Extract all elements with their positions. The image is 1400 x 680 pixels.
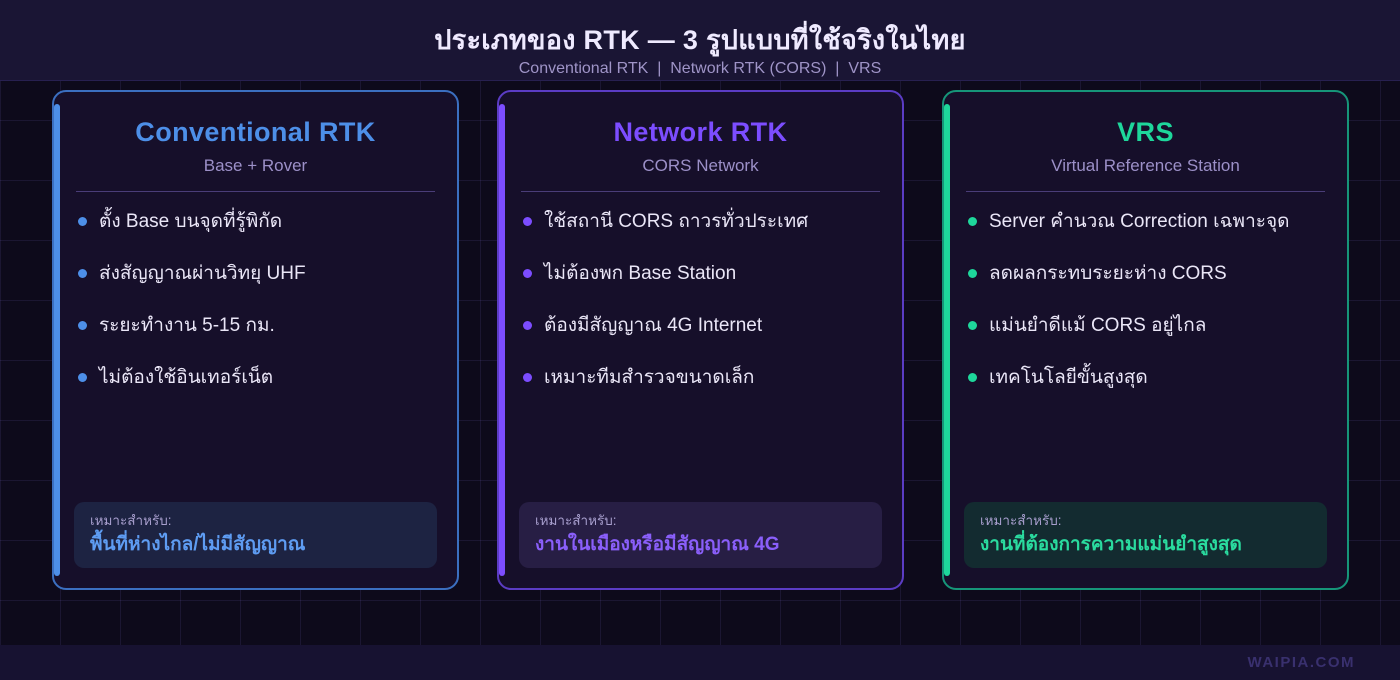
list-item: ไม่ต้องใช้อินเทอร์เน็ต bbox=[78, 365, 441, 391]
bullet-dot-icon bbox=[968, 373, 977, 382]
bullet-text: เทคโนโลยีขั้นสูงสุด bbox=[989, 367, 1148, 388]
cards: Conventional RTK Base + Rover ตั้ง Base … bbox=[52, 90, 1349, 590]
accent-bar bbox=[499, 104, 505, 576]
list-item: ต้องมีสัญญาณ 4G Internet bbox=[523, 313, 886, 339]
fit-label: เหมาะสำหรับ: bbox=[90, 513, 172, 528]
bullet-text: ไม่ต้องใช้อินเทอร์เน็ต bbox=[99, 367, 274, 388]
fit-box: เหมาะสำหรับ: งานในเมืองหรือมีสัญญาณ 4G bbox=[519, 502, 882, 568]
bullet-dot-icon bbox=[523, 373, 532, 382]
list-item: เทคโนโลยีขั้นสูงสุด bbox=[968, 365, 1331, 391]
bullet-dot-icon bbox=[523, 269, 532, 278]
card-subtitle: Virtual Reference Station bbox=[1051, 156, 1240, 175]
card-subtitle: Base + Rover bbox=[203, 156, 308, 175]
fit-value: พื้นที่ห่างไกล/ไม่มีสัญญาณ bbox=[90, 534, 306, 555]
bullet-list: ตั้ง Base บนจุดที่รู้พิกัด ส่งสัญญาณผ่าน… bbox=[54, 209, 457, 391]
fit-label: เหมาะสำหรับ: bbox=[535, 513, 617, 528]
accent-bar bbox=[944, 104, 950, 576]
bullet-text: ลดผลกระทบระยะห่าง CORS bbox=[989, 263, 1227, 284]
page-title: ประเภทของ RTK — 3 รูปแบบที่ใช้จริงในไทย bbox=[434, 25, 966, 55]
fit-box: เหมาะสำหรับ: พื้นที่ห่างไกล/ไม่มีสัญญาณ bbox=[74, 502, 437, 568]
bottom-band bbox=[0, 645, 1400, 680]
card-header: Network RTK CORS Network bbox=[499, 92, 902, 177]
rtk-card: VRS Virtual Reference Station Server คำน… bbox=[942, 90, 1349, 590]
bullet-text: แม่นยำดีแม้ CORS อยู่ไกล bbox=[989, 315, 1207, 336]
fit-value: งานในเมืองหรือมีสัญญาณ 4G bbox=[535, 534, 780, 555]
list-item: ส่งสัญญาณผ่านวิทยุ UHF bbox=[78, 261, 441, 287]
bullet-dot-icon bbox=[968, 217, 977, 226]
page-subtitle: Conventional RTK | Network RTK (CORS) | … bbox=[518, 60, 882, 77]
bullet-dot-icon bbox=[78, 321, 87, 330]
watermark: WAIPIA.COM bbox=[1247, 654, 1355, 671]
bullet-text: ตั้ง Base บนจุดที่รู้พิกัด bbox=[99, 211, 283, 232]
card-header: Conventional RTK Base + Rover bbox=[54, 92, 457, 177]
list-item: ระยะทำงาน 5-15 กม. bbox=[78, 313, 441, 339]
list-item: ไม่ต้องพก Base Station bbox=[523, 261, 886, 287]
bullet-dot-icon bbox=[523, 321, 532, 330]
card-header: VRS Virtual Reference Station bbox=[944, 92, 1347, 177]
bullet-dot-icon bbox=[78, 269, 87, 278]
header-divider bbox=[966, 191, 1325, 192]
header-divider bbox=[76, 191, 435, 192]
bullet-text: เหมาะทีมสำรวจขนาดเล็ก bbox=[544, 367, 755, 388]
list-item: ใช้สถานี CORS ถาวรทั่วประเทศ bbox=[523, 209, 886, 235]
card-title: Network RTK bbox=[613, 117, 788, 147]
accent-bar bbox=[54, 104, 60, 576]
fit-label: เหมาะสำหรับ: bbox=[980, 513, 1062, 528]
header-divider bbox=[521, 191, 880, 192]
bullet-dot-icon bbox=[78, 217, 87, 226]
card-title: Conventional RTK bbox=[135, 117, 376, 147]
header-band: ประเภทของ RTK — 3 รูปแบบที่ใช้จริงในไทย … bbox=[0, 0, 1400, 81]
bullet-text: Server คำนวณ Correction เฉพาะจุด bbox=[989, 211, 1290, 232]
bullet-list: Server คำนวณ Correction เฉพาะจุด ลดผลกระ… bbox=[944, 209, 1347, 391]
bullet-text: ระยะทำงาน 5-15 กม. bbox=[99, 315, 275, 336]
bullet-dot-icon bbox=[968, 321, 977, 330]
list-item: ลดผลกระทบระยะห่าง CORS bbox=[968, 261, 1331, 287]
card-title: VRS bbox=[1117, 117, 1174, 147]
bullet-text: ไม่ต้องพก Base Station bbox=[544, 263, 737, 284]
bullet-text: ใช้สถานี CORS ถาวรทั่วประเทศ bbox=[544, 211, 809, 232]
bullet-dot-icon bbox=[78, 373, 87, 382]
list-item: เหมาะทีมสำรวจขนาดเล็ก bbox=[523, 365, 886, 391]
bullet-text: ต้องมีสัญญาณ 4G Internet bbox=[544, 315, 763, 336]
rtk-card: Network RTK CORS Network ใช้สถานี CORS ถ… bbox=[497, 90, 904, 590]
fit-value: งานที่ต้องการความแม่นยำสูงสุด bbox=[980, 534, 1242, 555]
rtk-card: Conventional RTK Base + Rover ตั้ง Base … bbox=[52, 90, 459, 590]
list-item: Server คำนวณ Correction เฉพาะจุด bbox=[968, 209, 1331, 235]
bullet-dot-icon bbox=[968, 269, 977, 278]
list-item: ตั้ง Base บนจุดที่รู้พิกัด bbox=[78, 209, 441, 235]
bullet-list: ใช้สถานี CORS ถาวรทั่วประเทศ ไม่ต้องพก B… bbox=[499, 209, 902, 391]
fit-box: เหมาะสำหรับ: งานที่ต้องการความแม่นยำสูงส… bbox=[964, 502, 1327, 568]
bullet-dot-icon bbox=[523, 217, 532, 226]
bullet-text: ส่งสัญญาณผ่านวิทยุ UHF bbox=[99, 263, 306, 284]
list-item: แม่นยำดีแม้ CORS อยู่ไกล bbox=[968, 313, 1331, 339]
card-subtitle: CORS Network bbox=[642, 156, 759, 175]
